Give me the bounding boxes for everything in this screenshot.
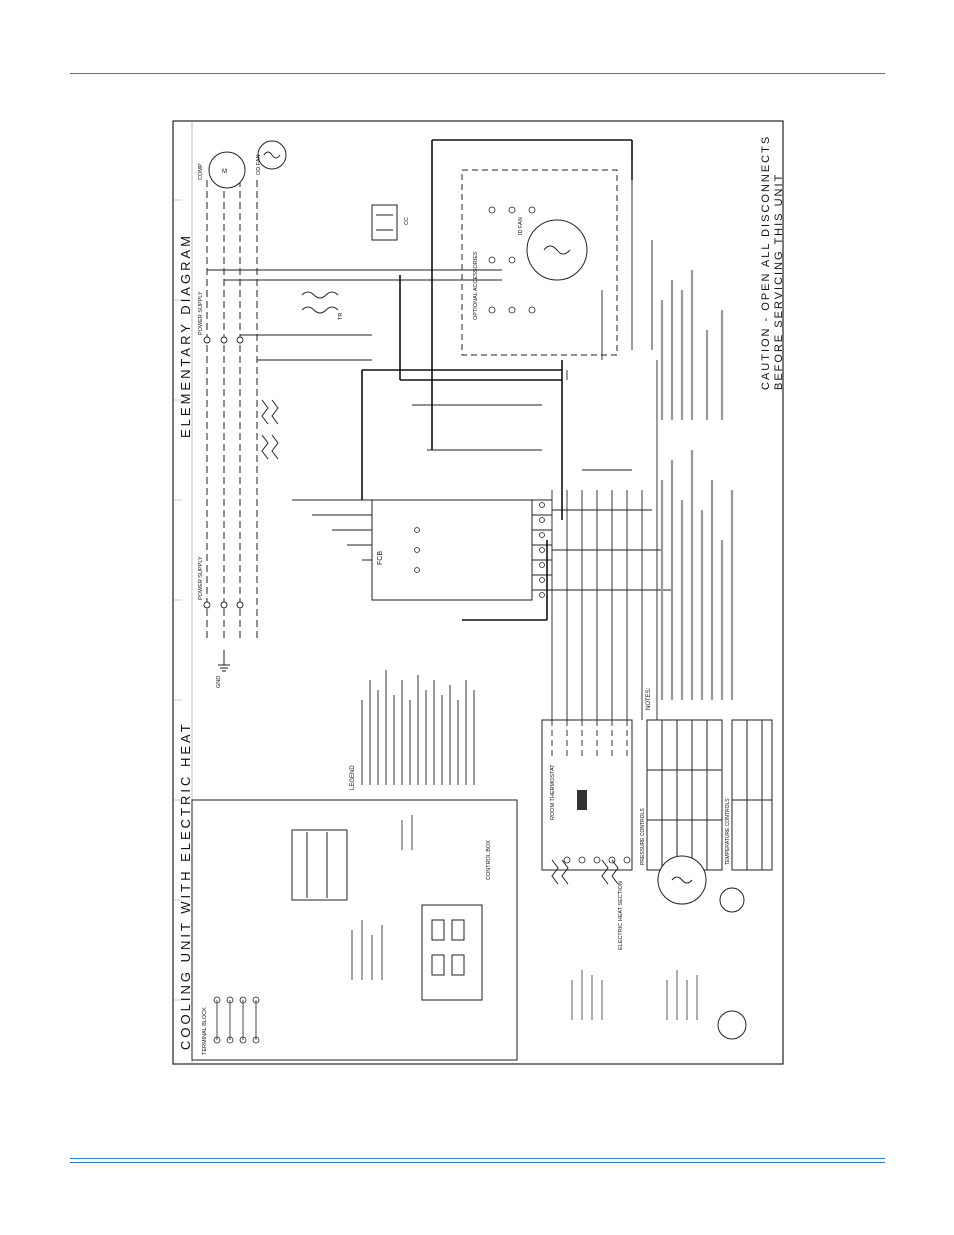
terminal-block-label: TERMINAL BLOCK — [202, 1007, 208, 1055]
diagram-title-right: ELEMENTARY DIAGRAM — [178, 233, 193, 438]
pressure-controls-label: PRESSURE CONTROLS — [640, 808, 646, 865]
power-terminals — [203, 336, 244, 609]
fcb-terminals — [414, 502, 545, 598]
compressor-lower — [717, 1010, 747, 1040]
header-rule — [70, 73, 885, 74]
room-thermostat-box — [541, 719, 633, 871]
power-supply-label-1: POWER SUPPLY — [198, 556, 204, 600]
notes-heading: NOTES: — [646, 687, 652, 710]
compressor-winding-label: M — [222, 169, 227, 175]
lower-wire-labels — [571, 970, 698, 1020]
thermostat-anticipator — [577, 790, 587, 810]
thermostat-terminals — [563, 856, 631, 864]
od-fan-label: OD FAN — [256, 154, 262, 175]
id-fan-symbol — [543, 245, 571, 255]
footer-rule-upper — [70, 1158, 885, 1159]
od-fan-symbol — [263, 151, 281, 159]
transformer-tr — [301, 291, 339, 314]
caution-line-1: CAUTION - OPEN ALL DISCONNECTS — [760, 135, 772, 390]
legend-heading: LEGEND — [350, 765, 356, 790]
compressor-label: COMP — [198, 163, 204, 180]
temperature-controls-table — [731, 719, 773, 871]
heater-elements-upper — [261, 399, 279, 460]
ground-symbol — [218, 650, 230, 672]
notes-text-lines — [660, 270, 734, 700]
vertical-wiring — [551, 160, 658, 720]
wiring-diagram: COOLING UNIT WITH ELECTRIC HEAT ELEMENTA… — [172, 120, 785, 1065]
field-wiring — [551, 720, 628, 760]
electric-heat-section-label: ELECTRIC HEAT SECTION — [618, 881, 624, 950]
fan-control-board — [371, 499, 533, 601]
wiring-diagram-svg: COOLING UNIT WITH ELECTRIC HEAT ELEMENTA… — [172, 120, 785, 1065]
ground-label: GND — [216, 676, 222, 688]
compressor-motor — [208, 151, 246, 189]
terminal-block-wires — [216, 1000, 257, 1040]
control-box-label: CONTROL BOX — [486, 840, 492, 880]
terminal-block-region — [191, 799, 518, 1061]
temperature-controls-label: TEMPERATURE CONTROLS — [725, 798, 731, 865]
control-wiring — [361, 139, 633, 621]
cc-label: CC — [404, 217, 410, 225]
room-thermostat-label: ROOM THERMOSTAT — [550, 764, 556, 820]
diagram-title-left: COOLING UNIT WITH ELECTRIC HEAT — [178, 721, 193, 1050]
id-fan-lower-symbol — [671, 876, 693, 884]
control-box-text-lines — [351, 815, 413, 980]
caution-line-2: BEFORE SERVICING THIS UNIT — [773, 173, 784, 390]
control-box-relays — [291, 829, 483, 1001]
zone-ticks — [174, 199, 182, 1001]
power-supply-label-2: POWER SUPPLY — [198, 291, 204, 335]
heater-elements-lower — [551, 859, 619, 885]
optional-accessories-label: OPTIONAL ACCESSORIES — [473, 251, 479, 320]
footer-rule-lower — [70, 1162, 885, 1163]
id-fan-label: ID FAN — [518, 217, 524, 235]
tr-label: TR — [338, 313, 344, 320]
od-fan-lower — [719, 887, 745, 913]
fcb-label: FCB — [377, 551, 384, 565]
contactor-cc — [371, 204, 398, 241]
legend-text-lines — [361, 670, 475, 785]
